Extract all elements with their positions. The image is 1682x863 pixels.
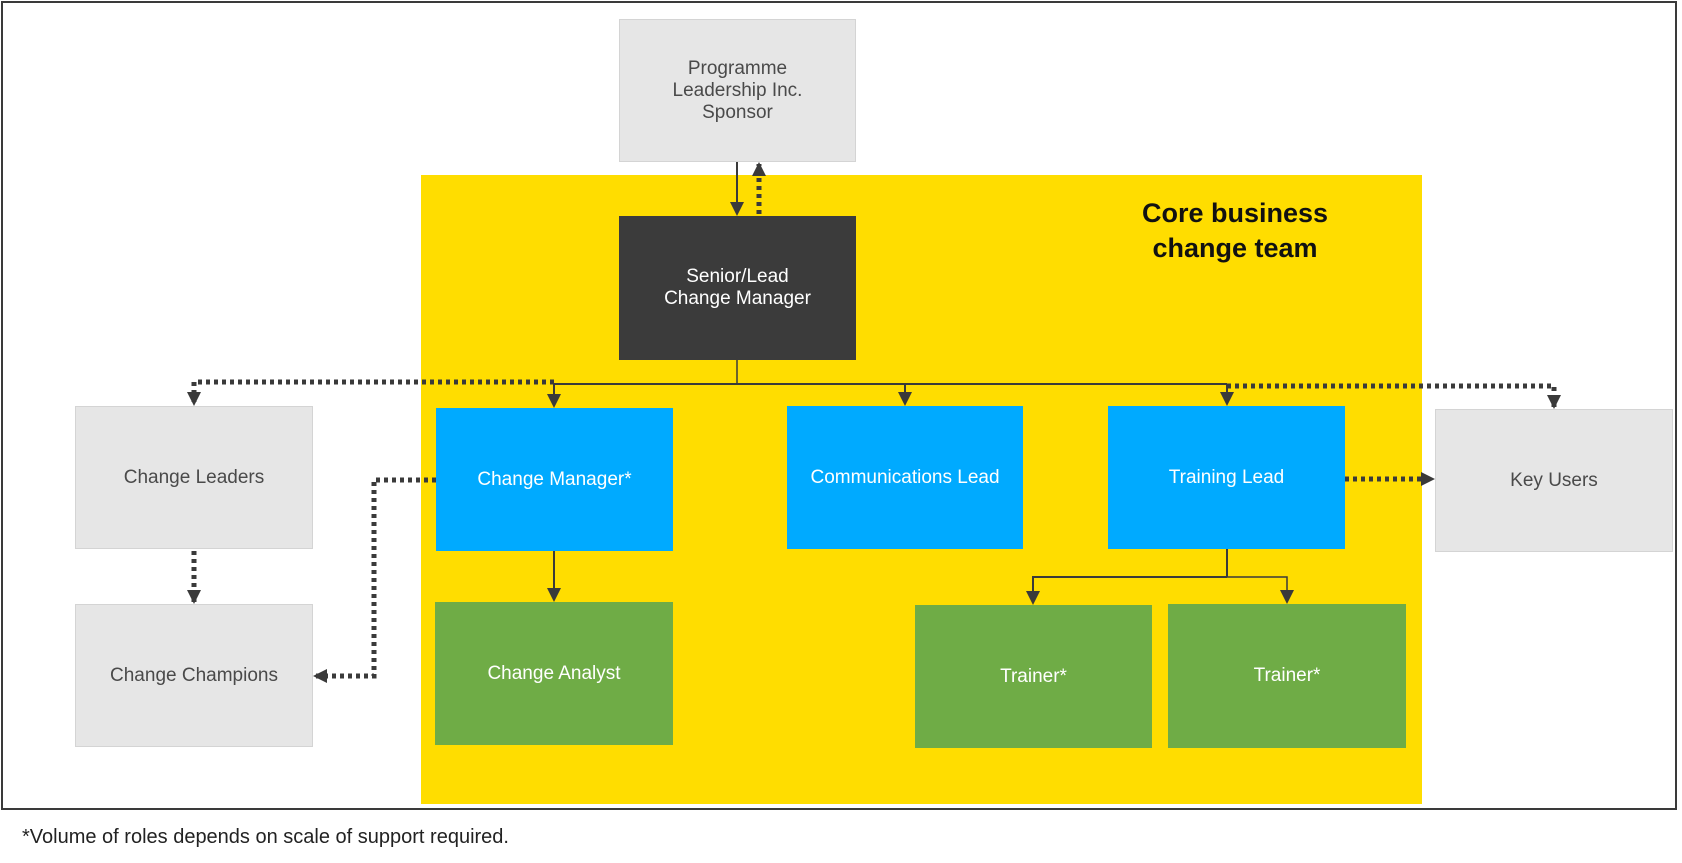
footnote: *Volume of roles depends on scale of sup…: [22, 826, 509, 848]
trainer-box-1: Trainer*: [915, 605, 1152, 748]
training-lead-box: Training Lead: [1108, 406, 1345, 549]
core-team-title: Core business change team: [1141, 198, 1329, 263]
change-manager-label: Change Manager*: [477, 468, 632, 490]
key-users-box: Key Users: [1435, 409, 1673, 552]
change-champions-label: Change Champions: [110, 664, 278, 686]
trainer-2-label: Trainer*: [1253, 665, 1321, 686]
key-users-label: Key Users: [1510, 469, 1598, 491]
change-analyst-box: Change Analyst: [435, 602, 673, 745]
change-leaders-box: Change Leaders: [75, 406, 313, 549]
senior-label-line-1: Senior/Lead: [686, 266, 789, 287]
change-champions-box: Change Champions: [75, 604, 313, 747]
sponsor-box: Programme Leadership Inc. Sponsor: [619, 19, 856, 162]
training-lead-label: Training Lead: [1168, 466, 1285, 488]
trainer-box-2: Trainer*: [1168, 604, 1406, 748]
change-analyst-label: Change Analyst: [487, 662, 621, 684]
communications-lead-label: Communications Lead: [810, 466, 1000, 488]
sponsor-label-line-2: Leadership Inc.: [672, 79, 803, 101]
change-leaders-label: Change Leaders: [123, 466, 265, 488]
change-manager-box: Change Manager*: [436, 408, 673, 551]
senior-change-manager-box: Senior/Lead Change Manager: [619, 216, 856, 360]
sponsor-label-line-1: Programme: [687, 57, 788, 79]
communications-lead-box: Communications Lead: [787, 406, 1023, 549]
trainer-1-label: Trainer*: [1000, 665, 1067, 687]
sponsor-label-line-3: Sponsor: [702, 101, 773, 123]
senior-label-line-2: Change Manager: [664, 288, 811, 309]
